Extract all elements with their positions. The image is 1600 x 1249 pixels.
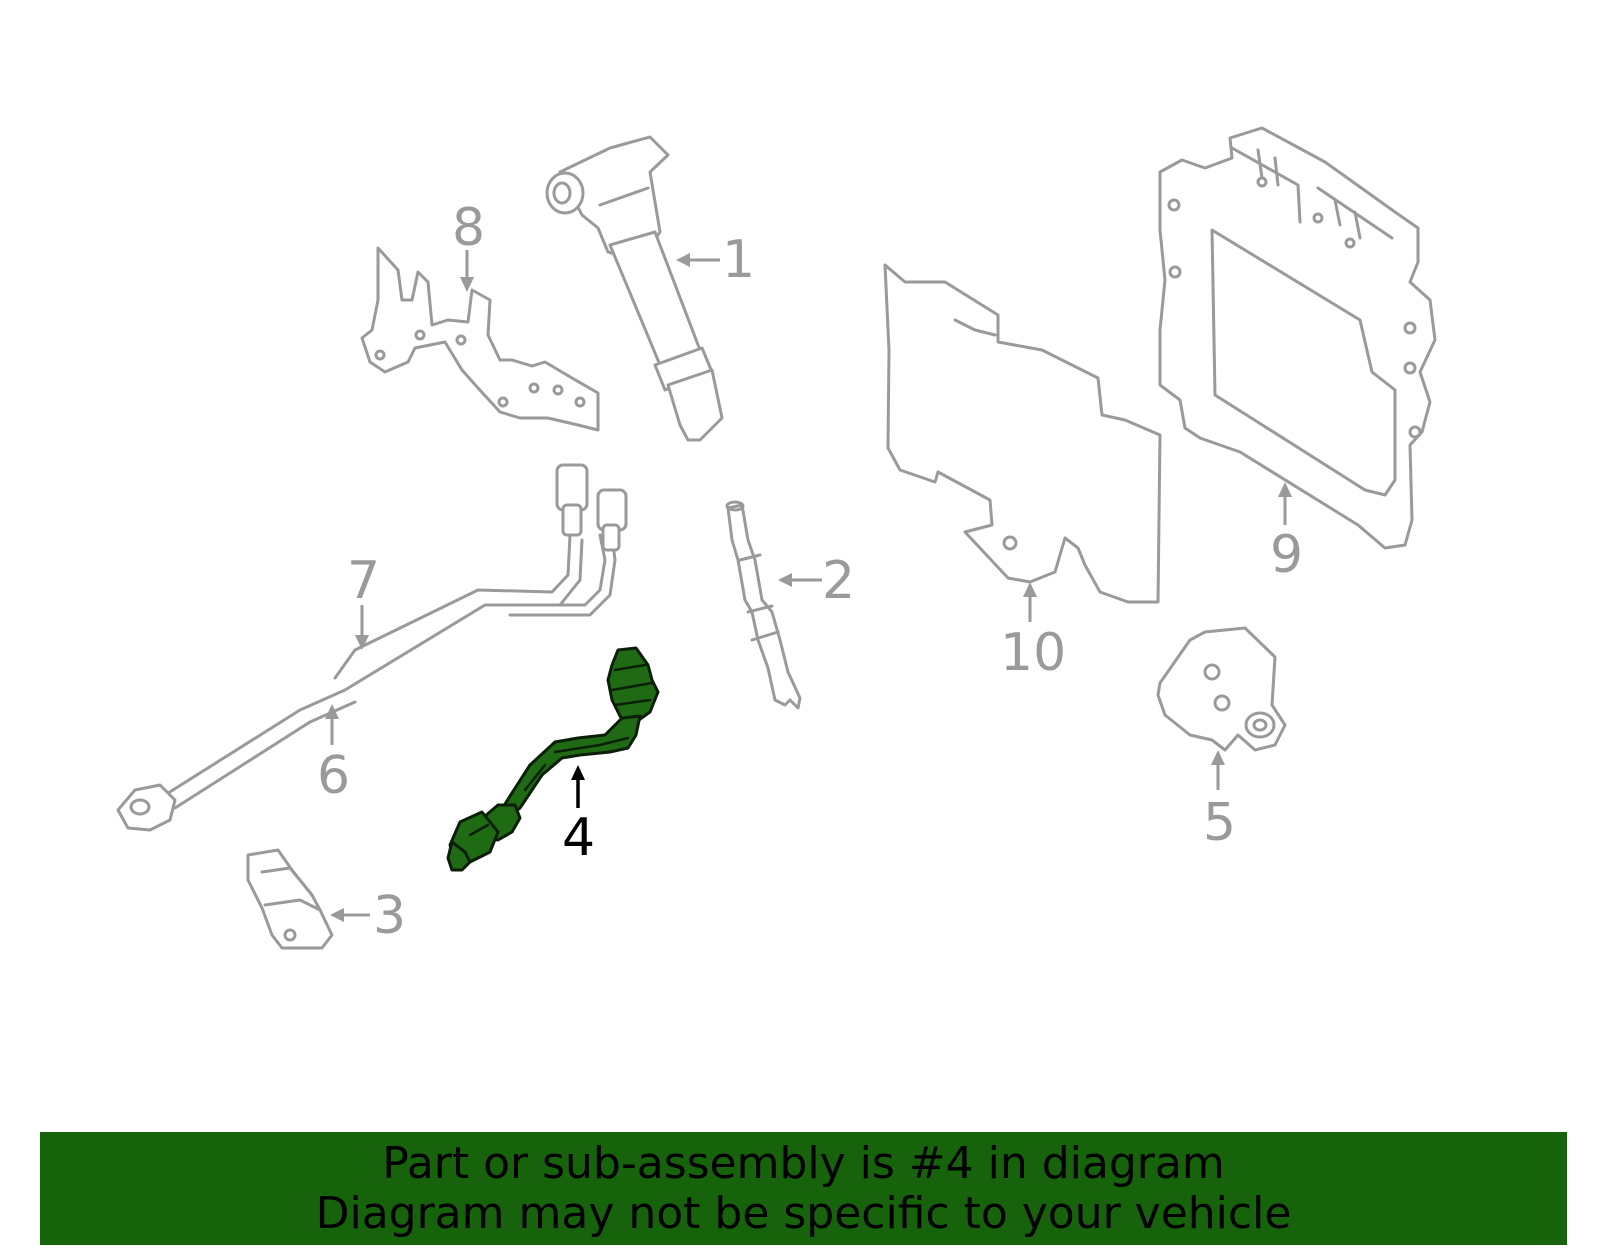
svg-text:10: 10 xyxy=(1000,623,1066,683)
callout-4: 4 xyxy=(562,765,595,868)
callout-1: 1 xyxy=(676,230,755,290)
callout-2: 2 xyxy=(778,551,855,611)
svg-text:9: 9 xyxy=(1270,525,1303,585)
part-9-ecu[interactable] xyxy=(1158,126,1437,550)
part-7-sensor-harness[interactable] xyxy=(333,463,628,692)
callout-8: 8 xyxy=(452,198,485,292)
svg-text:4: 4 xyxy=(562,808,595,868)
svg-text:5: 5 xyxy=(1203,793,1236,853)
part-3-sensor[interactable] xyxy=(246,848,334,950)
svg-text:7: 7 xyxy=(347,551,380,611)
svg-text:3: 3 xyxy=(373,886,406,946)
svg-text:2: 2 xyxy=(822,551,855,611)
svg-text:6: 6 xyxy=(317,746,350,806)
callout-10: 10 xyxy=(1000,582,1066,683)
info-banner: Part or sub-assembly is #4 in diagram Di… xyxy=(40,1132,1567,1245)
banner-line-1: Part or sub-assembly is #4 in diagram xyxy=(382,1137,1225,1189)
svg-text:8: 8 xyxy=(452,198,485,258)
part-1-ignition-coil[interactable] xyxy=(545,135,724,442)
part-2-spark-plug[interactable] xyxy=(725,500,802,710)
callout-5: 5 xyxy=(1203,750,1236,853)
callout-6: 6 xyxy=(317,704,350,806)
callout-7: 7 xyxy=(347,551,380,650)
part-4-oxygen-sensor[interactable] xyxy=(446,646,660,872)
part-8-bracket[interactable] xyxy=(360,246,600,432)
banner-line-2: Diagram may not be specific to your vehi… xyxy=(315,1187,1292,1239)
svg-text:1: 1 xyxy=(722,230,755,290)
callout-3: 3 xyxy=(330,886,406,946)
part-5-bracket[interactable] xyxy=(1156,626,1287,752)
callout-9: 9 xyxy=(1270,482,1303,585)
part-6-knock-sensor-wire[interactable] xyxy=(116,688,357,832)
part-10-panel[interactable] xyxy=(883,263,1162,604)
